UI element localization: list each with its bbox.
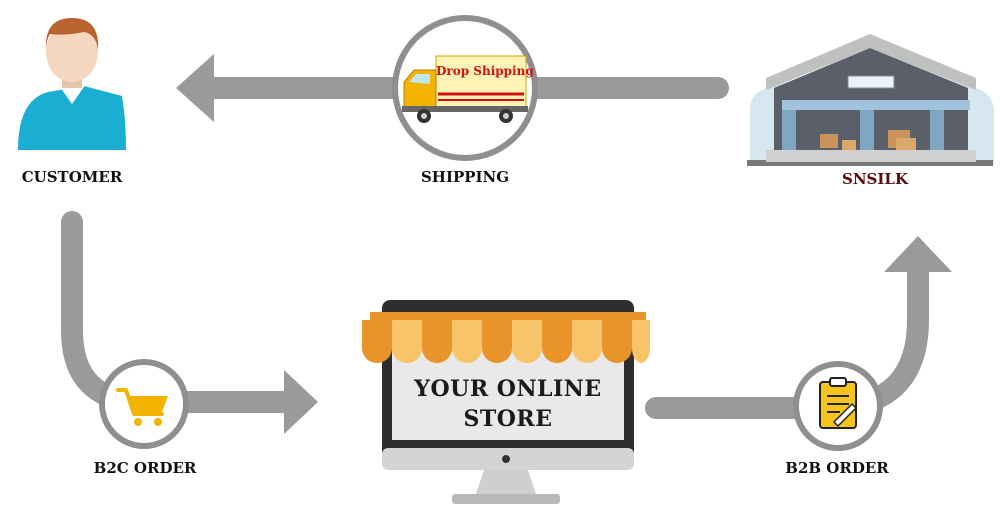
store-title-line2: STORE xyxy=(463,406,553,432)
arrow-head-left xyxy=(176,54,214,122)
clipboard-order-icon xyxy=(819,377,858,429)
arrow-store-to-warehouse xyxy=(645,251,929,419)
store-awning xyxy=(362,320,650,363)
arrow-customer-to-store xyxy=(61,211,299,413)
arrow-head-right xyxy=(284,370,318,434)
store-title-line1: YOUR ONLINE xyxy=(414,376,602,402)
b2c-order-node xyxy=(99,359,189,449)
b2b-order-label: B2B ORDER xyxy=(785,459,889,477)
supplier-label: SNSILK xyxy=(842,170,908,188)
online-store-monitor-icon xyxy=(362,300,650,504)
b2b-order-node xyxy=(793,361,883,451)
delivery-truck-icon xyxy=(402,55,528,123)
customer-label: CUSTOMER xyxy=(21,168,123,186)
shopping-cart-icon xyxy=(116,388,168,426)
customer-person-icon xyxy=(18,18,126,150)
shipping-node xyxy=(392,15,538,161)
warehouse-icon xyxy=(747,34,994,166)
shipping-label: SHIPPING xyxy=(420,168,510,186)
truck-sign-text: Drop Shipping xyxy=(436,64,534,78)
arrow-head-up xyxy=(884,236,952,272)
b2c-order-label: B2C ORDER xyxy=(93,459,197,477)
